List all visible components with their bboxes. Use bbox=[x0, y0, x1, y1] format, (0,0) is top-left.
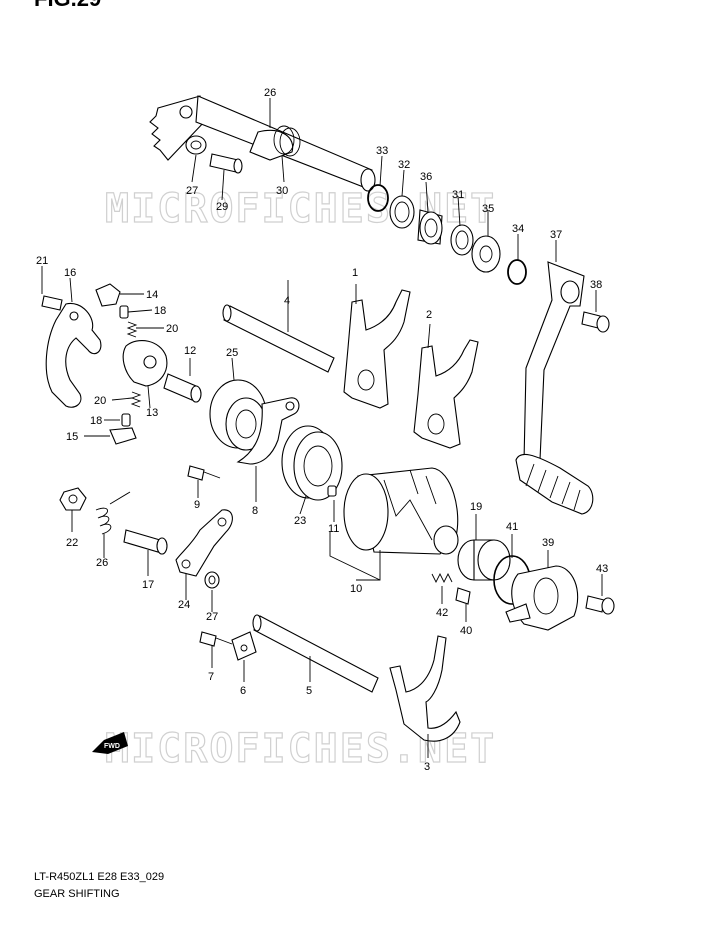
callout-38: 38 bbox=[590, 279, 602, 291]
part-20-spring-a bbox=[126, 321, 138, 338]
callout-20-b: 20 bbox=[94, 395, 106, 407]
callout-32: 30 bbox=[276, 185, 288, 197]
part-12-bolt bbox=[163, 373, 202, 403]
callout-23: 23 bbox=[294, 515, 306, 527]
figure-label: FIG.29 bbox=[34, 0, 101, 12]
callout-4: 4 bbox=[284, 295, 290, 307]
part-22-nut bbox=[59, 487, 87, 511]
callout-31: 31 bbox=[452, 189, 464, 201]
part-17-bolt bbox=[123, 529, 168, 555]
part-35-washer bbox=[471, 235, 501, 273]
callout-26: 26 bbox=[96, 557, 108, 569]
callout-9: 9 bbox=[194, 499, 200, 511]
callout-43: 43 bbox=[596, 563, 608, 575]
part-9-screw bbox=[187, 465, 221, 481]
part-18-pin-b bbox=[121, 413, 131, 427]
part-16-stopper-plate bbox=[45, 302, 102, 408]
callout-12: 12 bbox=[184, 345, 196, 357]
callout-13: 13 bbox=[146, 407, 158, 419]
callout-18-b: 18 bbox=[90, 415, 102, 427]
callout-22: 22 bbox=[66, 537, 78, 549]
part-24-stopper-arm bbox=[175, 509, 233, 577]
part-1-shift-fork bbox=[343, 289, 411, 409]
callout-1: 1 bbox=[352, 267, 358, 279]
fwd-label: FWD bbox=[104, 743, 120, 750]
callout-labels: 26 27 29 30 33 32 36 31 35 34 37 38 21 1… bbox=[36, 87, 608, 773]
callout-19: 19 bbox=[470, 501, 482, 513]
part-33-oil-seal bbox=[389, 195, 415, 229]
part-14-stopper bbox=[95, 283, 121, 307]
callout-6: 6 bbox=[240, 685, 246, 697]
part-43-screw bbox=[585, 595, 615, 615]
part-28-shift-shaft bbox=[149, 95, 376, 192]
callout-35: 35 bbox=[482, 203, 494, 215]
callout-33: 32 bbox=[398, 159, 410, 171]
diagram-title: GEAR SHIFTING bbox=[34, 888, 120, 900]
callout-10: 10 bbox=[350, 583, 362, 595]
part-7-screw bbox=[199, 631, 233, 647]
part-4-fork-shaft bbox=[222, 304, 335, 373]
part-29-pin bbox=[209, 153, 243, 174]
part-36-bearing bbox=[417, 209, 443, 245]
callout-3: 3 bbox=[424, 761, 430, 773]
callout-20-a: 20 bbox=[166, 323, 178, 335]
callout-29: 29 bbox=[216, 201, 228, 213]
part-40-pin bbox=[455, 587, 471, 605]
part-42-spring bbox=[431, 572, 453, 584]
callout-18-a: 18 bbox=[154, 305, 166, 317]
part-34-circlip-b bbox=[507, 259, 527, 285]
part-6-plate bbox=[231, 631, 257, 661]
callout-15: 15 bbox=[66, 431, 78, 443]
callout-8: 8 bbox=[252, 505, 258, 517]
callout-37: 37 bbox=[550, 229, 562, 241]
callout-39: 39 bbox=[542, 537, 554, 549]
part-37-shift-lever bbox=[515, 261, 594, 515]
callout-17: 17 bbox=[142, 579, 154, 591]
part-39-gear-position-switch bbox=[505, 565, 579, 631]
part-30-washer bbox=[185, 135, 207, 155]
callout-7: 7 bbox=[208, 671, 214, 683]
part-18-pin-a bbox=[119, 305, 129, 319]
part-21-bolt bbox=[41, 295, 63, 311]
fwd-arrow-icon: FWD bbox=[92, 732, 128, 754]
callout-14: 14 bbox=[146, 289, 158, 301]
part-5-fork-shaft bbox=[252, 614, 379, 693]
callout-5: 5 bbox=[306, 685, 312, 697]
callout-24: 24 bbox=[178, 599, 190, 611]
callout-28: 26 bbox=[264, 87, 276, 99]
part-34-circlip-a bbox=[367, 184, 389, 212]
callout-30: 27 bbox=[186, 185, 198, 197]
part-23-bearing bbox=[281, 425, 343, 501]
part-10-cam-drum bbox=[343, 467, 459, 555]
part-8-guide-plate bbox=[236, 397, 300, 465]
part-11-pin bbox=[327, 485, 337, 497]
callout-27: 27 bbox=[206, 611, 218, 623]
callout-2: 2 bbox=[426, 309, 432, 321]
part-25-cam-plate bbox=[209, 379, 267, 451]
callout-11: 11 bbox=[328, 523, 339, 535]
part-26-spring bbox=[95, 491, 131, 535]
callout-34-b: 34 bbox=[512, 223, 524, 235]
part-13-shift-cam-gear bbox=[122, 340, 168, 387]
model-code: LT-R450ZL1 E28 E33_029 bbox=[34, 871, 165, 883]
part-2-shift-fork bbox=[413, 339, 479, 449]
part-31-oil-seal bbox=[450, 224, 474, 256]
leader-lines bbox=[41, 98, 603, 758]
part-27-washer bbox=[204, 571, 220, 589]
callout-16: 16 bbox=[64, 267, 76, 279]
callout-42: 42 bbox=[436, 607, 448, 619]
callout-36: 36 bbox=[420, 171, 432, 183]
part-38-bolt bbox=[581, 311, 610, 333]
part-20-spring-b bbox=[130, 391, 142, 408]
callout-34-a: 33 bbox=[376, 145, 388, 157]
callout-40: 40 bbox=[460, 625, 472, 637]
callout-21: 21 bbox=[36, 255, 48, 267]
part-3-shift-fork bbox=[389, 635, 461, 742]
part-15-stopper bbox=[109, 427, 137, 445]
callout-41: 41 bbox=[506, 521, 518, 533]
callout-25: 25 bbox=[226, 347, 238, 359]
